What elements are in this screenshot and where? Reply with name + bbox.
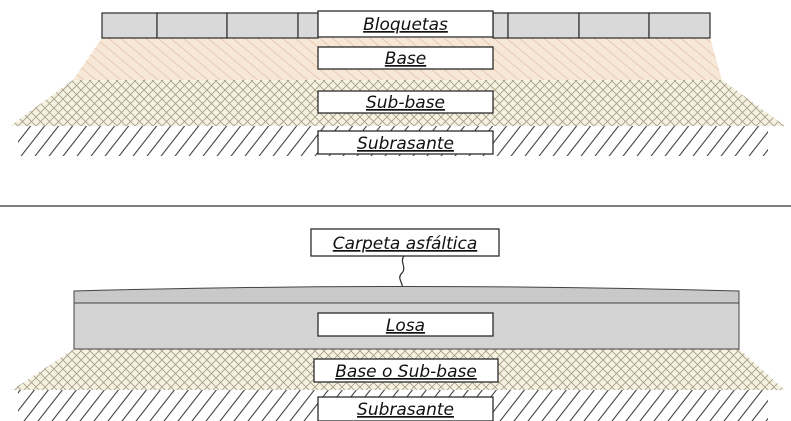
top-subbase-label-box (317, 90, 494, 114)
losa-label-box (317, 312, 494, 337)
bottom-subgrade-label: Subrasante (357, 400, 454, 420)
top-subgrade-label: Subrasante (357, 134, 454, 154)
top-base-label-box (317, 46, 494, 70)
carpeta-callout-label: Carpeta asfáltica (333, 234, 478, 254)
top-subgrade-label-box (317, 130, 494, 155)
bloquetas-label-box (317, 10, 494, 38)
top-base-label: Base (385, 49, 426, 69)
losa-label: Losa (386, 316, 425, 336)
top-subbase-label: Sub-base (366, 93, 445, 113)
bloquetas-label: Bloquetas (363, 15, 448, 35)
bottom-section: Carpeta asfáltica Losa Base o Sub-base S… (12, 228, 785, 421)
asphalt-carpet-layer (73, 286, 740, 304)
bottom-base-label: Base o Sub-base (335, 362, 477, 382)
top-section: Bloquetas Base Sub-base Subrasante (10, 10, 785, 156)
carpeta-callout-box (310, 228, 500, 257)
bottom-subgrade-label-box (317, 396, 494, 421)
carpeta-leader-line (399, 255, 405, 289)
bottom-base-label-box (313, 358, 499, 383)
top-pavers-layer (101, 12, 711, 39)
